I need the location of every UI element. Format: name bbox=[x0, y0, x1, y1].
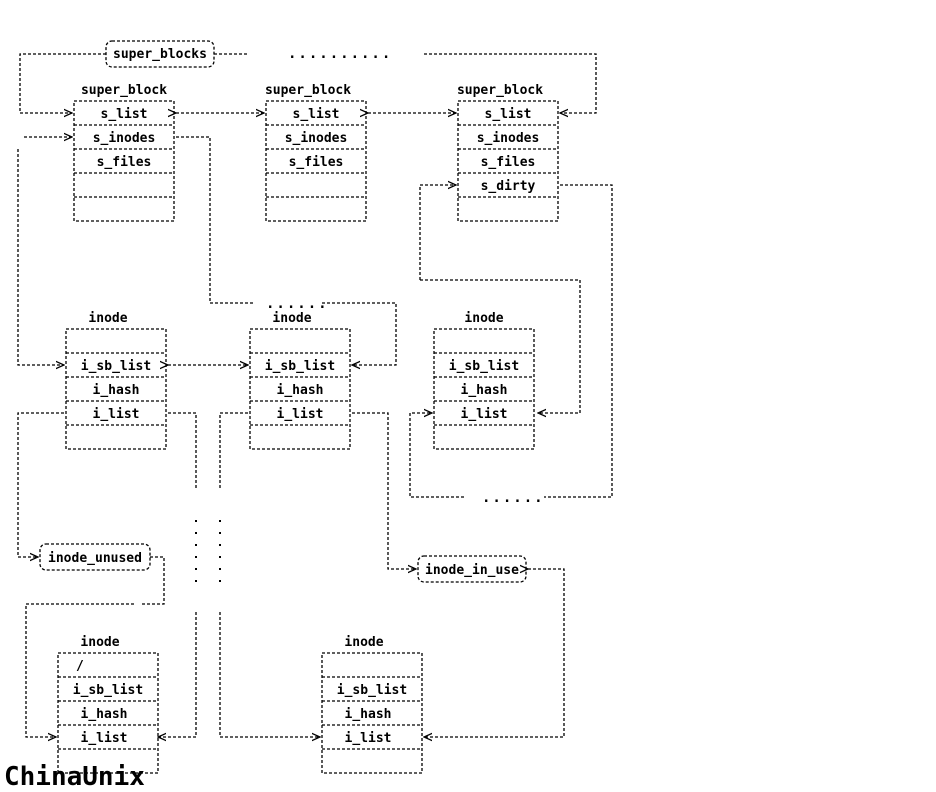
inode-2-title: inode bbox=[272, 311, 311, 326]
inode-2-i-list: i_list bbox=[277, 407, 324, 422]
super-block-2-s-inodes: s_inodes bbox=[285, 131, 348, 146]
chinaunix-watermark: ChinaUnix bbox=[4, 762, 145, 792]
inode-4-i-list: i_list bbox=[81, 731, 128, 746]
super-block-2-title: super_block bbox=[265, 83, 351, 98]
continuation-dots bbox=[195, 520, 221, 590]
super-block-3-s-dirty: s_dirty bbox=[481, 179, 536, 194]
inode-5-i-sb-list: i_sb_list bbox=[337, 683, 407, 698]
inode-2: inode i_sb_list i_hash i_list bbox=[249, 311, 351, 450]
super-block-2-s-list: s_list bbox=[293, 107, 340, 122]
super-block-3-s-files: s_files bbox=[481, 155, 536, 170]
super-block-3-s-list: s_list bbox=[485, 107, 532, 122]
super-block-3-s-inodes: s_inodes bbox=[477, 131, 540, 146]
sb1-inode-links: ...... bbox=[17, 137, 397, 365]
super-block-2: super_block s_list s_inodes s_files bbox=[265, 83, 367, 222]
inode-4-i-hash: i_hash bbox=[81, 707, 128, 722]
super-block-1-title: super_block bbox=[81, 83, 167, 98]
super-blocks-list-links bbox=[19, 53, 597, 113]
inode-1: inode i_sb_list i_hash i_list bbox=[65, 311, 167, 450]
super-block-1-s-list: s_list bbox=[101, 107, 148, 122]
sb1-inodes-ellipsis: ...... bbox=[266, 296, 329, 312]
inode-5-i-list: i_list bbox=[345, 731, 392, 746]
inode-3-i-list: i_list bbox=[461, 407, 508, 422]
inode-unused-head: inode_unused bbox=[39, 543, 151, 571]
super-block-1-s-files: s_files bbox=[97, 155, 152, 170]
inode-unused-label: inode_unused bbox=[48, 551, 142, 566]
inode-5-title: inode bbox=[344, 635, 383, 650]
inode-4: inode / i_sb_list i_hash i_list bbox=[57, 635, 159, 774]
inode-1-i-sb-list: i_sb_list bbox=[81, 359, 151, 374]
inode-4-title: inode bbox=[80, 635, 119, 650]
inode-1-i-hash: i_hash bbox=[93, 383, 140, 398]
inode-3-title: inode bbox=[464, 311, 503, 326]
super-block-3-title: super_block bbox=[457, 83, 543, 98]
super-block-3: super_block s_list s_inodes s_files s_di… bbox=[457, 83, 559, 222]
super-blocks-label: super_blocks bbox=[113, 47, 207, 62]
inode-4-i-sb-list: i_sb_list bbox=[73, 683, 143, 698]
inode-1-title: inode bbox=[88, 311, 127, 326]
inode-4-root: / bbox=[76, 659, 84, 674]
inode-3: inode i_sb_list i_hash i_list bbox=[433, 311, 535, 450]
sb3-dirty-ellipsis: ...... bbox=[482, 490, 545, 506]
inode-3-i-hash: i_hash bbox=[461, 383, 508, 398]
super-block-2-s-files: s_files bbox=[289, 155, 344, 170]
inode-2-i-hash: i_hash bbox=[277, 383, 324, 398]
super-blocks-head: super_blocks bbox=[105, 40, 215, 68]
inode-5-i-hash: i_hash bbox=[345, 707, 392, 722]
inode-in-use-label: inode_in_use bbox=[425, 563, 519, 578]
super-block-1: super_block s_list s_inodes s_files bbox=[73, 83, 175, 222]
inode-in-use-links bbox=[352, 412, 565, 737]
sb3-dirty-links: ...... bbox=[409, 185, 613, 506]
inode-unused-links bbox=[17, 412, 320, 737]
inode-2-i-sb-list: i_sb_list bbox=[265, 359, 335, 374]
inode-5: inode i_sb_list i_hash i_list bbox=[321, 635, 423, 774]
inode-3-i-sb-list: i_sb_list bbox=[449, 359, 519, 374]
inode-in-use-head: inode_in_use bbox=[417, 555, 527, 583]
super-block-1-s-inodes: s_inodes bbox=[93, 131, 156, 146]
super-blocks-ellipsis: .......... bbox=[288, 46, 392, 62]
inode-1-i-list: i_list bbox=[93, 407, 140, 422]
